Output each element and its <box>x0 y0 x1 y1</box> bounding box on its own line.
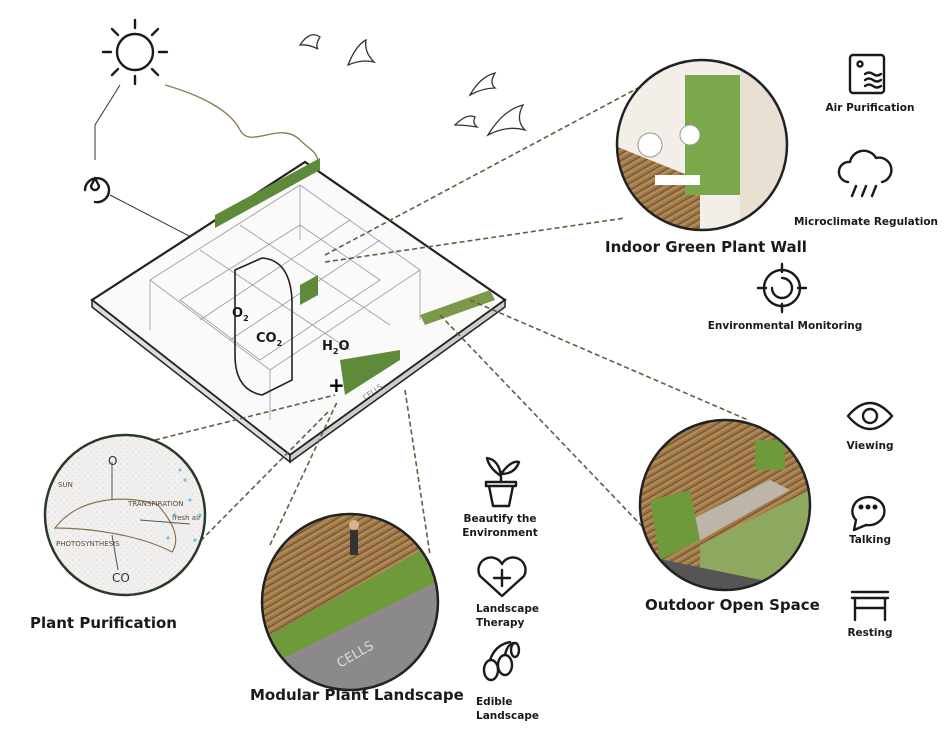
benefit-beautify-line1: Beautify the <box>464 513 537 525</box>
indoor-plant-wall-vignette <box>615 58 789 232</box>
plant-o2-label: O <box>108 454 117 468</box>
heart-plus-icon <box>477 556 527 598</box>
benefit-viewing: Viewing <box>847 440 894 452</box>
birds-icon <box>298 34 528 137</box>
h2o-label: H2O <box>322 339 350 356</box>
water-cycle-icon <box>83 176 111 204</box>
plant-purification-title: Plant Purification <box>30 614 177 632</box>
benefit-therapy-line2: Therapy <box>476 617 525 629</box>
benefit-env-monitoring: Environmental Monitoring <box>708 320 863 332</box>
o2-label: O2 <box>232 306 249 323</box>
target-monitoring-icon <box>756 262 808 314</box>
eye-icon <box>846 401 894 431</box>
rain-cloud-icon <box>837 149 893 198</box>
building-isometric: O2 CO2 H2O + CELLS <box>90 158 507 464</box>
sun-label: SUN <box>58 481 73 489</box>
benefit-microclimate: Microclimate Regulation <box>794 216 938 228</box>
plant-purification-vignette: O CO SUN TRANSPIRATION PHOTOSYNTHESIS fr… <box>43 433 207 597</box>
benefit-therapy-line1: Landscape <box>476 603 539 615</box>
outdoor-open-space-vignette <box>638 418 812 592</box>
transpiration-label: TRANSPIRATION <box>127 500 184 508</box>
air-purification-icon <box>848 53 886 95</box>
plant-co2-label: CO <box>112 571 130 585</box>
benefit-air-purification: Air Purification <box>826 102 915 114</box>
sun-icon <box>101 18 169 86</box>
bench-icon <box>850 590 890 622</box>
chat-bubbles-icon <box>851 495 886 532</box>
plus-marker: + <box>328 373 345 397</box>
sun-wave-line <box>164 84 319 161</box>
benefit-edible-line1: Edible <box>476 696 513 708</box>
benefit-edible-line2: Landscape <box>476 710 539 722</box>
outdoor-title: Outdoor Open Space <box>645 596 820 614</box>
modular-landscape-vignette: CELLS <box>260 512 440 692</box>
olive-icon <box>482 640 521 682</box>
photosynthesis-label: PHOTOSYNTHESIS <box>56 540 120 548</box>
indoor-title: Indoor Green Plant Wall <box>605 238 807 256</box>
fresh-air-label: fresh air <box>172 514 201 522</box>
co2-label: CO2 <box>256 331 282 348</box>
benefit-talking: Talking <box>849 534 891 546</box>
modular-title: Modular Plant Landscape <box>250 686 464 704</box>
sun-arrow <box>94 84 121 160</box>
benefit-beautify-line2: Environment <box>462 527 538 539</box>
pot-plant-icon <box>484 456 521 508</box>
benefit-resting: Resting <box>847 627 892 639</box>
